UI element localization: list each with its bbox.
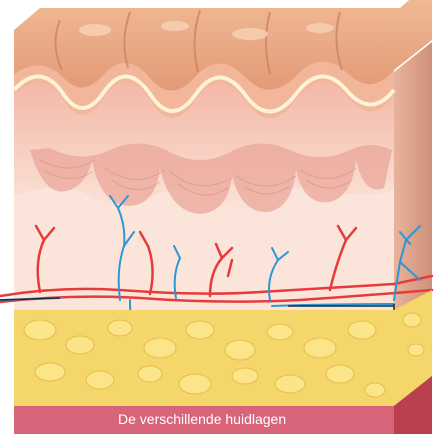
diagram-caption: De verschillende huidlagen (118, 409, 328, 429)
